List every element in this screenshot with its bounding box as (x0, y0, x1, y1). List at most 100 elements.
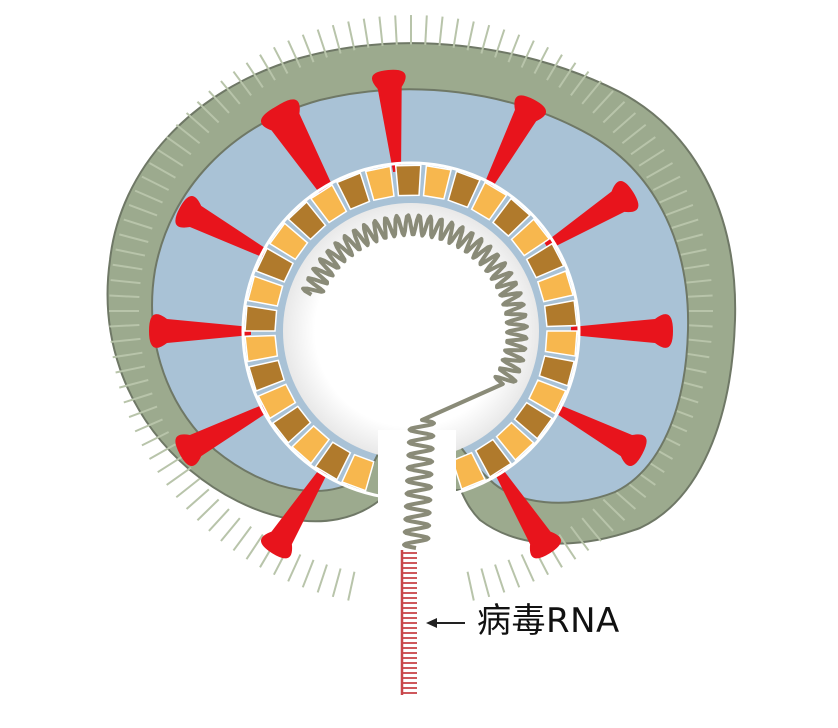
membrane-stripe (546, 54, 563, 81)
membrane-stripe (331, 568, 342, 598)
spike-protein (550, 402, 647, 467)
membrane-stripe (533, 46, 549, 74)
membrane-stripe (196, 101, 220, 124)
membrane-stripe (185, 488, 210, 510)
label-arrow (426, 618, 465, 628)
capsomer (244, 334, 279, 363)
membrane-stripe (208, 508, 230, 532)
spike-protein (175, 195, 272, 260)
membrane-stripe (185, 112, 210, 134)
membrane-stripe (664, 204, 694, 217)
membrane-stripe (362, 18, 370, 48)
rna-strand (400, 550, 417, 695)
membrane-stripe (466, 571, 475, 601)
membrane-stripe (232, 70, 252, 96)
membrane-stripe (220, 517, 241, 542)
membrane-stripe (480, 568, 491, 598)
membrane-stripe (301, 34, 315, 63)
membrane-stripe (612, 488, 637, 510)
membrane-stripe (141, 431, 170, 447)
spike-proteins (149, 69, 673, 559)
membrane-stripe (196, 498, 220, 521)
membrane-stripe (646, 162, 674, 179)
capsomer (513, 401, 554, 440)
membrane-stripe (119, 379, 149, 389)
capsomer (422, 164, 453, 200)
membrane-stripe (157, 455, 184, 474)
membrane-stripe (494, 564, 506, 593)
membrane-stripe (316, 564, 328, 593)
capsomer (394, 164, 422, 197)
membrane-stripe (141, 175, 170, 191)
capsomer (340, 453, 375, 492)
membrane-stripe (581, 517, 602, 542)
capsomer (451, 451, 487, 491)
membrane-stripe (287, 40, 302, 68)
capsomer (291, 424, 331, 465)
membrane-stripe (112, 351, 143, 359)
capsomer (247, 359, 286, 392)
spike-protein (492, 464, 562, 559)
membrane-stripe (316, 29, 328, 58)
capsomer (544, 330, 578, 357)
membrane-stripe (673, 233, 703, 243)
capsomer (525, 242, 565, 279)
membrane-stripe (480, 24, 491, 54)
membrane-stripe (602, 101, 626, 124)
membrane-stripe (507, 34, 521, 63)
capsomer (271, 405, 312, 444)
capsomer (335, 171, 371, 211)
membrane-stripe (507, 559, 521, 588)
membrane-stripe (112, 263, 143, 271)
capsomer (314, 441, 352, 481)
membrane-stripe (592, 508, 614, 532)
capsomer (257, 383, 297, 420)
capsomer (244, 305, 278, 332)
membrane-stripe (128, 405, 158, 418)
rna-coil (301, 213, 529, 550)
membrane-stripe (109, 294, 140, 299)
spike-protein (175, 402, 272, 467)
spike-protein (260, 464, 330, 559)
membrane-stripe (208, 90, 230, 114)
membrane-stripe (592, 90, 614, 114)
capsomer (495, 421, 535, 462)
capsomer (510, 218, 551, 257)
membrane-stripe (347, 571, 356, 601)
membrane-stripe (466, 21, 475, 51)
membrane-stripe (134, 418, 163, 433)
membrane-stripe (452, 18, 460, 48)
capsomer (287, 200, 327, 241)
membrane-stripe (148, 443, 176, 460)
membrane-stripe (630, 136, 656, 156)
capsomer (470, 181, 508, 221)
membrane-stripe (681, 279, 712, 285)
spike-protein (571, 314, 673, 348)
inner-cavity (283, 203, 539, 459)
membrane-stripe (570, 526, 590, 552)
membrane-stripe (166, 136, 192, 156)
membrane-stripe (287, 554, 302, 582)
membrane-stripe (273, 46, 289, 74)
membrane-stripe (110, 337, 141, 343)
membrane-stripe (612, 112, 637, 134)
capsomer (255, 247, 295, 283)
membrane-stripe (424, 15, 428, 45)
membrane-stripe (157, 148, 184, 167)
membrane-stripe (659, 189, 688, 204)
membrane-stripe (558, 534, 577, 560)
capsomer (491, 197, 531, 238)
membrane-stripe (123, 392, 153, 404)
membrane-stripe (301, 559, 315, 588)
membrane-stripe (520, 554, 535, 582)
membrane-stripe (621, 123, 647, 145)
membrane-stripe (652, 175, 681, 191)
membrane-stripe (638, 148, 665, 167)
membrane-stripe (110, 279, 141, 285)
membrane-stripe (331, 24, 342, 54)
membrane-stripe (558, 62, 577, 88)
membrane-stripe (602, 498, 626, 521)
spike-protein (371, 69, 406, 172)
membrane-stripe (115, 248, 146, 257)
